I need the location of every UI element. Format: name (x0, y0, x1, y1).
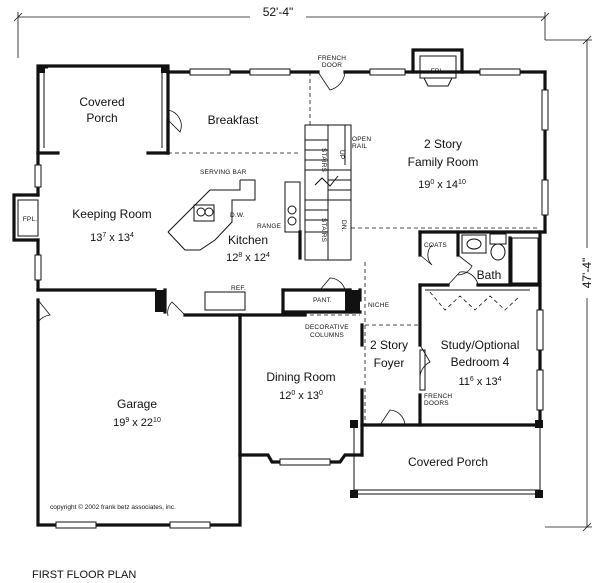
open-space-dashes (168, 72, 540, 425)
fireplace-label-family: FPL. (431, 68, 446, 75)
foyer-label-2: Foyer (374, 356, 405, 370)
open-rail-label-1: OPEN (352, 136, 371, 143)
decorative-columns-label-1: DECORATIVE (305, 324, 349, 331)
kitchen-label: Kitchen (228, 233, 268, 247)
bath-fixtures (461, 233, 539, 284)
breakfast-label: Breakfast (208, 113, 259, 127)
back-porch-label-1: Covered (79, 95, 124, 109)
study-label-1: Study/Optional (441, 338, 520, 352)
french-door-label-1: FRENCH (318, 55, 346, 62)
refrigerator (204, 291, 246, 311)
dishwasher-label: D.W. (230, 212, 245, 219)
plan-title: FIRST FLOOR PLAN (32, 569, 136, 581)
keeping-fireplace (17, 199, 39, 237)
back-porch-detail (38, 66, 182, 148)
niche (155, 290, 361, 313)
serving-bar-label: SERVING BAR (200, 169, 247, 176)
kitchen-island (167, 179, 256, 251)
range (284, 181, 301, 233)
range-label: RANGE (257, 223, 282, 230)
garage-label: Garage (117, 397, 157, 411)
front-porch (350, 420, 543, 498)
french-door-swing (317, 71, 346, 91)
foyer-label-1: 2 Story (370, 338, 408, 352)
stairs (304, 124, 352, 261)
family-label-2: Family Room (408, 155, 479, 169)
pantry-label: PANT. (313, 297, 332, 304)
width-dimension-label: 52'-4" (263, 5, 294, 19)
french-doors-label-1: FRENCH (424, 393, 452, 400)
dining-label: Dining Room (266, 370, 335, 384)
stairs-label-lower: STAIRS (320, 218, 327, 243)
stairs-label-upper: STAIRS (320, 148, 327, 173)
front-porch-label: Covered Porch (408, 455, 488, 469)
keeping-label: Keeping Room (72, 207, 151, 221)
back-porch-label-2: Porch (86, 111, 117, 125)
study-bookshelves (425, 289, 530, 311)
stairs-up-label: UP (338, 150, 345, 159)
family-label-1: 2 Story (424, 137, 462, 151)
niche-label: NICHE (368, 302, 390, 309)
family-fireplace (419, 55, 457, 87)
open-rail-label-2: RAIL (352, 143, 367, 150)
stairs-down-label: DN. (340, 220, 347, 232)
copyright-text: copyright © 2002 frank betz associates, … (50, 503, 176, 511)
bath-label: Bath (477, 268, 502, 282)
fireplace-label-keeping: FPL. (23, 216, 38, 223)
decorative-columns-label-2: COLUMNS (310, 332, 344, 339)
windows (34, 68, 549, 529)
coats-label: COATS (424, 242, 447, 249)
ref-label: REF. (231, 285, 246, 292)
depth-dimension-label: 47'-4" (580, 258, 594, 289)
french-door-label-2: DOOR (322, 62, 342, 69)
study-label-2: Bedroom 4 (451, 355, 510, 369)
french-doors-label-2: DOORS (424, 400, 449, 407)
door-swings (37, 244, 479, 426)
